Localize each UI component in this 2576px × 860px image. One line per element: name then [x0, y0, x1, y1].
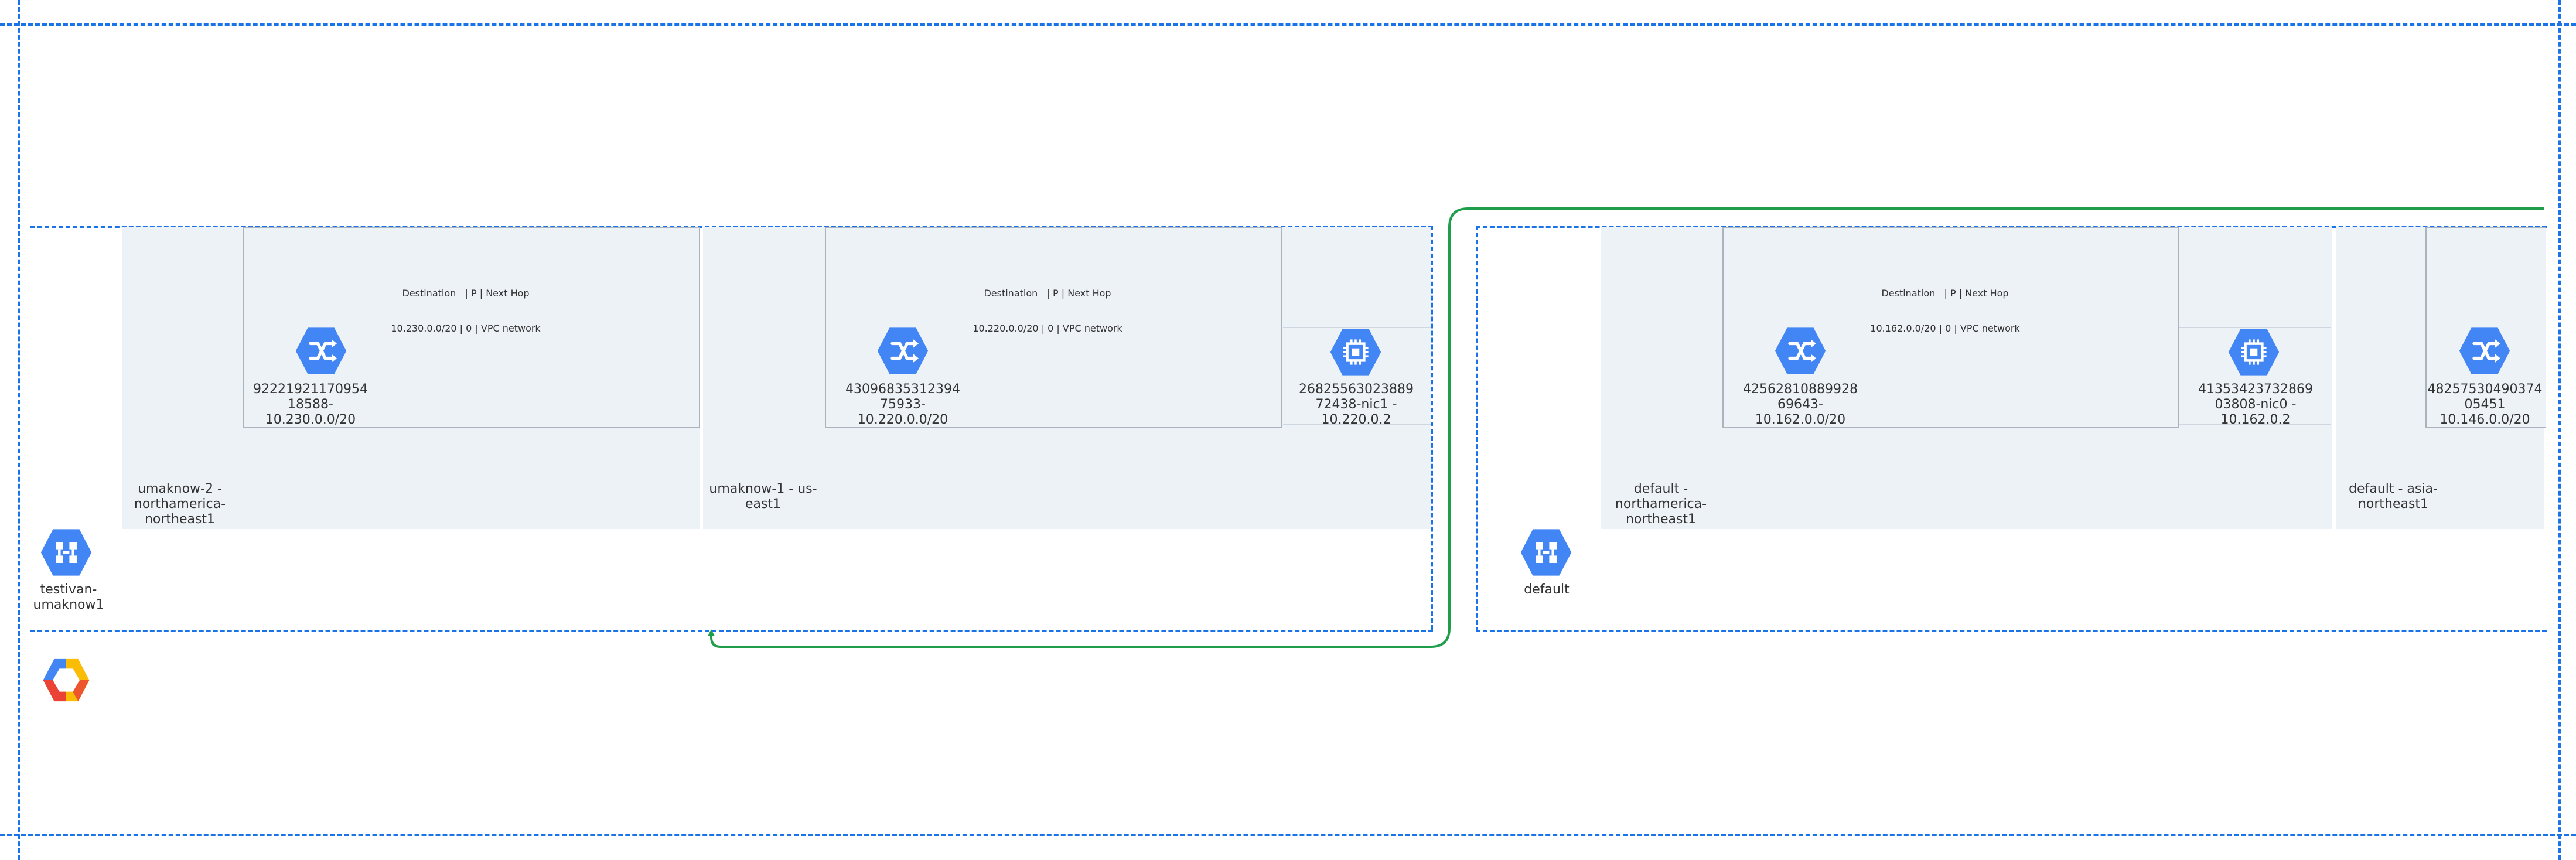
vpc-name-label: default	[1524, 582, 1570, 597]
route-header: Destination | P | Next Hop	[402, 288, 530, 299]
vpc-network-icon[interactable]	[40, 526, 93, 579]
vpc-network-icon[interactable]	[1520, 526, 1572, 579]
vpc1-right-border	[1431, 226, 1433, 630]
vpc-container-default	[1476, 226, 2547, 632]
project-boundary-left	[18, 0, 20, 860]
project-boundary-bottom	[0, 834, 2576, 836]
route-table-s3: Destination | P | Next Hop 10.162.0.0/20…	[1840, 264, 2050, 346]
project-boundary-right	[2558, 0, 2561, 860]
compute-instance-icon[interactable]	[2227, 326, 2280, 378]
route-table-s2: Destination | P | Next Hop 10.220.0.0/20…	[942, 264, 1153, 346]
subnet-label: 48257530490374 05451 10.146.0.0/20	[2427, 382, 2543, 427]
project-boundary-top	[0, 23, 2576, 26]
route-row: 10.230.0.0/20 | 0 | VPC network	[391, 323, 541, 334]
vpc-name-label: testivan-umaknow1	[33, 582, 104, 612]
subnet-router-icon[interactable]	[876, 325, 929, 377]
region-label: umaknow-2 - northamerica-northeast1	[134, 482, 226, 527]
instance-label: 41353423732869 03808-nic0 - 10.162.0.2	[2198, 382, 2313, 427]
peering-arrowhead-icon	[708, 629, 715, 636]
region-label: default - asia-northeast1	[2349, 482, 2438, 511]
route-row: 10.162.0.0/20 | 0 | VPC network	[1870, 323, 2020, 334]
subnet-label: 43096835312394 75933- 10.220.0.0/20	[845, 382, 960, 427]
subnet-router-icon[interactable]	[295, 325, 347, 377]
route-header: Destination | P | Next Hop	[984, 288, 1111, 299]
route-header: Destination | P | Next Hop	[1881, 288, 2009, 299]
region-label: umaknow-1 - us-east1	[709, 482, 817, 511]
compute-instance-icon[interactable]	[1329, 326, 1382, 378]
region-label: default - northamerica-northeast1	[1615, 482, 1707, 527]
route-row: 10.220.0.0/20 | 0 | VPC network	[973, 323, 1122, 334]
instance-label: 26825563023889 72438-nic1 - 10.220.0.2	[1299, 382, 1414, 427]
subnet-label: 42562810889928 69643- 10.162.0.0/20	[1743, 382, 1858, 427]
vpc-container-testivan-umaknow1	[30, 226, 1433, 632]
peering-connection-line	[710, 207, 2544, 648]
subnet-label: 92221921170954 18588- 10.230.0.0/20	[253, 382, 368, 427]
google-cloud-logo-icon	[42, 656, 90, 704]
subnet-router-icon[interactable]	[2458, 325, 2511, 377]
subnet-router-icon[interactable]	[1774, 325, 1827, 377]
route-table-s1: Destination | P | Next Hop 10.230.0.0/20…	[360, 264, 571, 346]
